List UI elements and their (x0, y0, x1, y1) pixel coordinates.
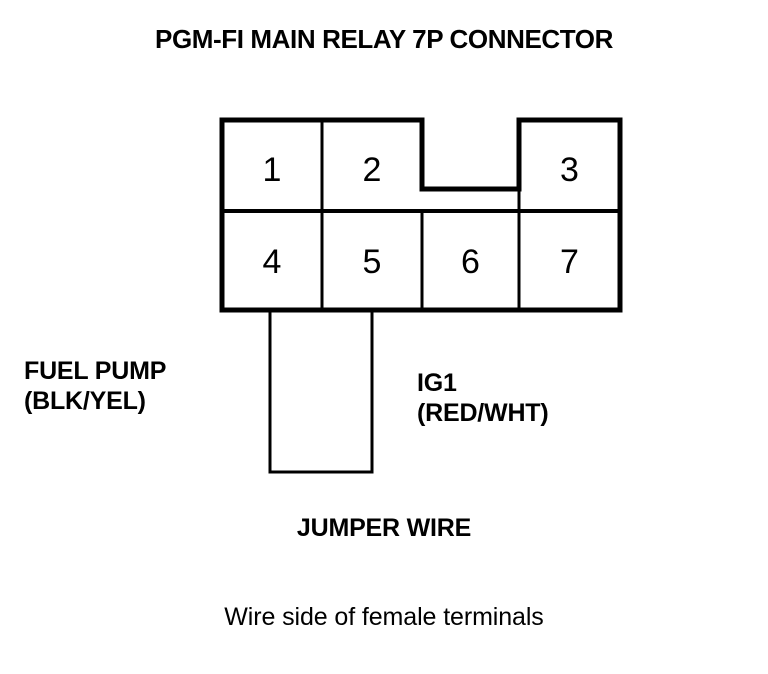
jumper-wire-shape (268, 309, 374, 474)
caption-wire-side: Wire side of female terminals (224, 603, 544, 631)
label-fuel-pump-line1: FUEL PUMP (24, 357, 167, 385)
pin-number-6: 6 (461, 243, 480, 281)
pin-number-3: 3 (560, 151, 579, 189)
pin-number-1: 1 (262, 151, 282, 189)
pin-number-4: 4 (262, 243, 282, 281)
label-ig1-line1: IG1 (417, 369, 457, 397)
label-ig1: IG1 (RED/WHT) (417, 369, 549, 428)
pin-number-7: 7 (560, 243, 579, 281)
label-jumper-wire: JUMPER WIRE (296, 514, 472, 542)
label-fuel-pump-color: (BLK/YEL) (24, 386, 146, 415)
pin-number-5: 5 (362, 243, 382, 281)
label-fuel-pump: FUEL PUMP (BLK/YEL) (24, 357, 166, 416)
page-title: PGM-FI MAIN RELAY 7P CONNECTOR (155, 24, 613, 54)
pin-number-2: 2 (362, 151, 382, 189)
label-ig1-color: (RED/WHT) (417, 398, 549, 427)
